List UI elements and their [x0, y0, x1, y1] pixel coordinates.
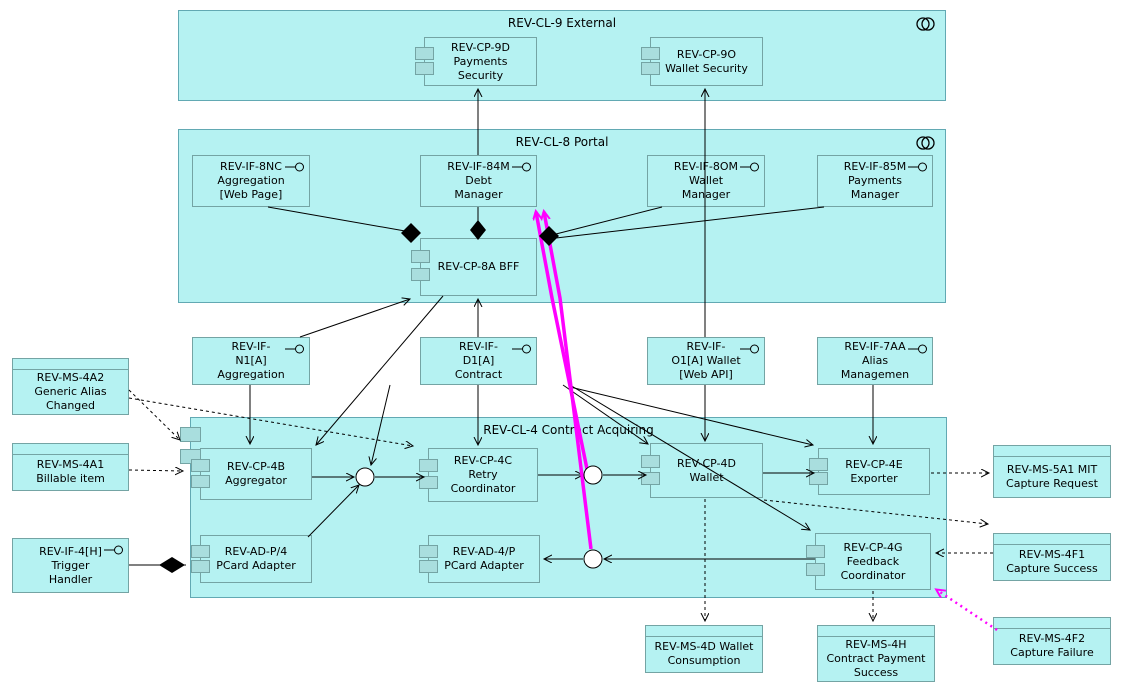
component-label: REV-CP-8A BFF: [437, 260, 520, 273]
interface-label: REV-IF-4[H] Trigger Handler: [39, 544, 102, 586]
component-icon: [419, 559, 438, 573]
message-rev-ms-4f2[interactable]: REV-MS-4F2 Capture Failure: [993, 617, 1111, 665]
component-icon: [641, 47, 660, 61]
message-label: REV-MS-4D Wallet Consumption: [654, 640, 754, 667]
interface-rev-if-4h[interactable]: REV-IF-4[H] Trigger Handler: [12, 538, 129, 593]
component-icon: [411, 268, 430, 282]
message-header-band: [994, 446, 1110, 457]
container-title: REV-CL-9 External: [507, 16, 617, 30]
component-icon: [641, 62, 660, 76]
component-icon: [411, 250, 430, 264]
interface-rev-if-85m[interactable]: REV-IF-85M Payments Manager: [817, 155, 933, 207]
message-header-band: [13, 359, 128, 370]
interface-rev-if-d1a[interactable]: REV-IF- D1[A] Contract: [420, 337, 537, 385]
message-header-band: [994, 534, 1110, 545]
interface-rev-if-n1a[interactable]: REV-IF- N1[A] Aggregation: [192, 337, 310, 385]
component-icon: [419, 545, 438, 559]
component-icon: [806, 545, 825, 558]
interface-label: REV-IF- D1[A] Contract: [454, 340, 503, 381]
interface-rev-if-7aa[interactable]: REV-IF-7AA Alias Managemen: [817, 337, 933, 385]
component-icon: [419, 476, 438, 490]
container-title: REV-CL-4 Contract Acquiring: [483, 423, 654, 437]
interface-label: REV-IF-7AA Alias Managemen: [840, 340, 910, 381]
interface-rev-if-8om[interactable]: REV-IF-8OM Wallet Manager: [647, 155, 765, 207]
component-icon: [641, 471, 660, 485]
component-rev-cp-4g[interactable]: REV-CP-4G Feedback Coordinator: [806, 533, 931, 590]
message-label: REV-MS-4A1 Billable item: [36, 458, 105, 485]
lollipop-icon: [285, 162, 304, 172]
message-label: REV-MS-5A1 MIT Capture Request: [1006, 462, 1098, 490]
component-icon: [415, 47, 434, 61]
component-rev-cp-8a-bff[interactable]: REV-CP-8A BFF: [411, 238, 537, 296]
interface-rev-if-o1a[interactable]: REV-IF- O1[A] Wallet [Web API]: [647, 337, 765, 385]
interface-label: REV-IF-84M Debt Manager: [447, 160, 510, 201]
component-rev-cp-4e[interactable]: REV-CP-4E Exporter: [809, 448, 930, 495]
component-rev-cp-4d[interactable]: REV-CP-4D Wallet: [641, 443, 763, 498]
composition-diamond: [159, 557, 185, 573]
message-rev-ms-4h[interactable]: REV-MS-4H Contract Payment Success: [817, 625, 935, 682]
message-label: REV-MS-4A2 Generic Alias Changed: [34, 370, 107, 412]
message-rev-ms-4a2[interactable]: REV-MS-4A2 Generic Alias Changed: [12, 358, 129, 415]
message-rev-ms-4f1[interactable]: REV-MS-4F1 Capture Success: [993, 533, 1111, 581]
component-label: REV-CP-4B Aggregator: [225, 460, 287, 487]
component-label: REV-CP-9D Payments Security: [451, 40, 510, 82]
lollipop-icon: [104, 545, 123, 555]
component-label: REV-AD-P/4 PCard Adapter: [216, 545, 296, 572]
component-icon: [916, 136, 935, 150]
message-header-band: [994, 618, 1110, 629]
lollipop-icon: [512, 162, 531, 172]
component-rev-cp-4c[interactable]: REV-CP-4C Retry Coordinator: [419, 448, 538, 502]
interface-label: REV-IF-8OM Wallet Manager: [673, 160, 739, 201]
interface-label: REV-IF- N1[A] Aggregation: [217, 340, 285, 381]
message-header-band: [818, 626, 934, 637]
component-icon: [191, 475, 210, 488]
component-port-icon: [180, 427, 201, 442]
interface-label: REV-IF- O1[A] Wallet [Web API]: [671, 340, 741, 381]
component-rev-cp-9o[interactable]: REV-CP-9O Wallet Security: [641, 37, 763, 86]
lollipop-icon: [908, 344, 927, 354]
lollipop-icon: [285, 344, 304, 354]
message-rev-ms-5a1[interactable]: REV-MS-5A1 MIT Capture Request: [993, 445, 1111, 498]
lollipop-icon: [740, 344, 759, 354]
message-rev-ms-4d[interactable]: REV-MS-4D Wallet Consumption: [645, 625, 763, 673]
component-label: REV-AD-4/P PCard Adapter: [444, 545, 524, 572]
component-label: REV-CP-4E Exporter: [845, 457, 903, 485]
component-rev-ad-4p[interactable]: REV-AD-4/P PCard Adapter: [419, 535, 540, 583]
message-label: REV-MS-4F1 Capture Success: [1006, 548, 1098, 575]
component-label: REV-CP-4C Retry Coordinator: [450, 454, 516, 495]
component-icon: [415, 62, 434, 76]
edge-n1-to-bff: [299, 299, 410, 338]
interface-rev-if-8nc[interactable]: REV-IF-8NC Aggregation [Web Page]: [192, 155, 310, 207]
interface-label: REV-IF-85M Payments Manager: [843, 160, 907, 201]
container-rev-cl-9[interactable]: REV-CL-9 External: [178, 10, 946, 101]
component-rev-ad-p4[interactable]: REV-AD-P/4 PCard Adapter: [191, 535, 312, 583]
component-label: REV-CP-4D Wallet: [677, 456, 736, 484]
interface-rev-if-84m[interactable]: REV-IF-84M Debt Manager: [420, 155, 537, 207]
component-icon: [191, 459, 210, 472]
component-rev-cp-9d[interactable]: REV-CP-9D Payments Security: [415, 37, 537, 86]
edge-ms4a2-to-cl4: [128, 389, 180, 440]
component-icon: [191, 545, 210, 559]
message-rev-ms-4a1[interactable]: REV-MS-4A1 Billable item: [12, 443, 129, 491]
component-icon: [191, 559, 210, 573]
component-icon: [809, 472, 828, 486]
component-label: REV-CP-9O Wallet Security: [665, 47, 748, 75]
component-icon: [809, 458, 828, 471]
component-rev-cp-4b[interactable]: REV-CP-4B Aggregator: [191, 448, 312, 500]
message-label: REV-MS-4F2 Capture Failure: [1010, 632, 1094, 659]
interface-label: REV-IF-8NC Aggregation [Web Page]: [217, 160, 285, 201]
component-icon: [806, 562, 825, 576]
edge-ms4a1-to-cl4: [128, 470, 183, 471]
component-icon: [419, 459, 438, 473]
lollipop-icon: [512, 344, 531, 354]
message-header-band: [646, 626, 762, 637]
component-icon: [916, 17, 935, 31]
message-header-band: [13, 444, 128, 455]
component-label: REV-CP-4G Feedback Coordinator: [840, 540, 906, 582]
container-title: REV-CL-8 Portal: [515, 135, 609, 149]
lollipop-icon: [908, 162, 927, 172]
message-label: REV-MS-4H Contract Payment Success: [826, 637, 926, 679]
component-icon: [641, 454, 660, 468]
lollipop-icon: [740, 162, 759, 172]
